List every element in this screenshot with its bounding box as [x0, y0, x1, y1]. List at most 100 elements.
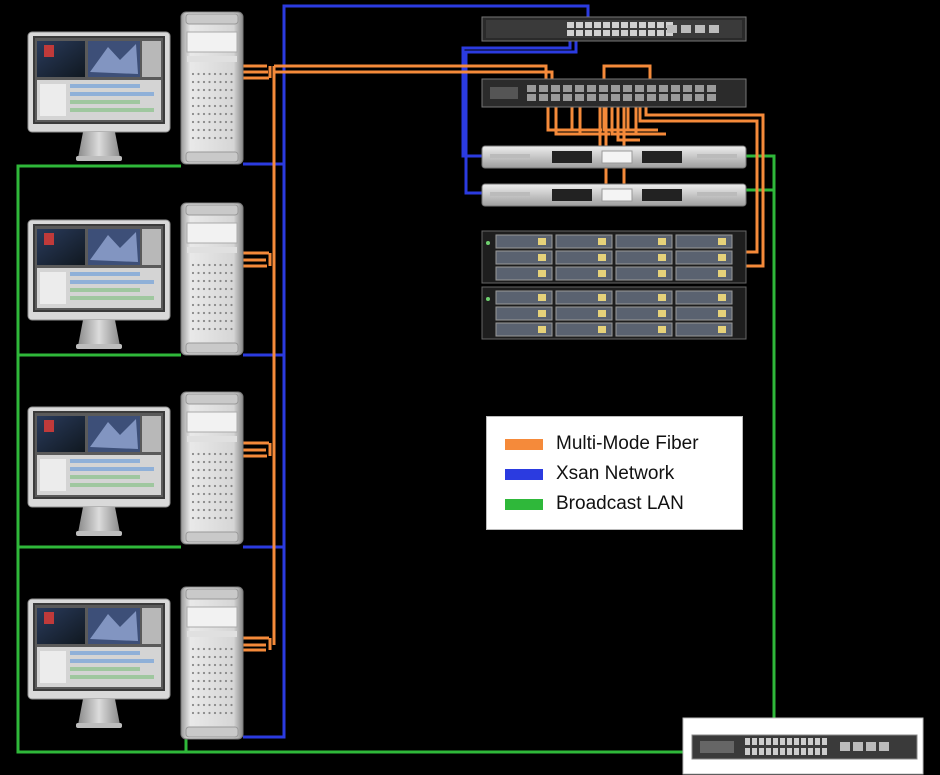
vent-hole	[191, 271, 195, 275]
vent-hole	[219, 508, 222, 512]
fc-port	[623, 85, 632, 92]
fiber-cable	[274, 64, 548, 82]
port	[576, 30, 583, 36]
vent-hole	[224, 80, 228, 84]
mac-pro-tower-icon	[180, 202, 244, 356]
port	[594, 22, 601, 28]
vent-hole	[219, 263, 222, 267]
vent-hole	[191, 711, 195, 715]
vent-hole	[230, 663, 233, 667]
vent-hole	[208, 303, 211, 307]
monitor-foot	[76, 344, 122, 349]
vent-hole	[219, 671, 222, 675]
vent-hole	[230, 468, 233, 472]
port	[752, 748, 757, 755]
tower-handle	[185, 342, 239, 354]
vent-hole	[197, 647, 200, 651]
monitor-stand	[78, 132, 120, 158]
vent-hole	[197, 468, 200, 472]
browser-panel	[40, 459, 66, 491]
vent-hole	[213, 96, 217, 100]
drive-latch	[718, 294, 726, 301]
port	[815, 738, 820, 745]
legend-item-fiber: Multi-Mode Fiber	[487, 429, 742, 459]
vent-hole	[208, 679, 211, 683]
vent-hole	[224, 88, 228, 92]
lan-swatch	[505, 498, 543, 510]
xsan-network-cables	[243, 4, 590, 739]
drive-latch	[538, 254, 546, 261]
drive-latch	[718, 254, 726, 261]
uplink-port	[681, 25, 691, 33]
vent-hole	[208, 319, 211, 323]
vent-hole	[230, 271, 233, 275]
workstation-4	[27, 586, 244, 740]
audio-meters	[142, 416, 161, 452]
vent-hole	[191, 663, 195, 667]
mac-pro-tower-icon	[180, 11, 244, 165]
mac-pro-tower-icon	[180, 586, 244, 740]
monitor-foot	[76, 531, 122, 536]
fc-port	[599, 85, 608, 92]
vent-hole	[208, 120, 211, 124]
vent-hole	[224, 679, 228, 683]
vent-hole	[191, 319, 195, 323]
drive-bay	[187, 436, 237, 442]
xsan-swatch	[505, 468, 543, 480]
timeline-clip	[70, 272, 140, 276]
vent-hole	[213, 112, 217, 116]
vent-hole	[202, 711, 206, 715]
fc-port	[575, 85, 584, 92]
tower-handle	[185, 588, 239, 600]
vent-hole	[197, 319, 200, 323]
vent-hole	[202, 663, 206, 667]
vent-hole	[208, 311, 211, 315]
vent-hole	[191, 703, 195, 707]
port	[815, 748, 820, 755]
vent-hole	[213, 452, 217, 456]
fc-port	[695, 94, 704, 101]
vent-hole	[197, 508, 200, 512]
vent-hole	[197, 679, 200, 683]
port	[745, 738, 750, 745]
fiber-cable	[644, 106, 765, 268]
port	[639, 30, 646, 36]
vent-hole	[219, 80, 222, 84]
uplink-port	[879, 742, 889, 751]
workstation-2	[27, 202, 244, 356]
browser-panel	[40, 272, 66, 304]
fiber-cable	[638, 106, 759, 254]
vent-hole	[208, 136, 211, 140]
vent-hole	[224, 295, 228, 299]
viewer-thumb	[44, 612, 54, 624]
tower-handle	[185, 531, 239, 543]
viewer-image	[90, 419, 138, 449]
vent-hole	[230, 460, 233, 464]
fiber-cable	[610, 106, 642, 136]
fc-port	[551, 94, 560, 101]
vent-hole	[202, 687, 206, 691]
timeline-clip	[70, 84, 140, 88]
vent-hole	[224, 452, 228, 456]
vent-hole	[230, 295, 233, 299]
vent-hole	[197, 295, 200, 299]
vent-hole	[208, 112, 211, 116]
viewer-image	[90, 44, 138, 74]
vent-hole	[191, 679, 195, 683]
vent-hole	[202, 647, 206, 651]
server-1u-icon	[481, 183, 747, 207]
drive-slot	[552, 151, 592, 163]
monitor-foot	[76, 156, 122, 161]
vent-hole	[230, 516, 233, 520]
vent-hole	[224, 136, 228, 140]
vent-hole	[213, 327, 217, 331]
editing-monitor-icon	[27, 406, 171, 536]
vent-hole	[197, 492, 200, 496]
vent-hole	[213, 671, 217, 675]
mgmt-panel	[700, 741, 734, 753]
vent-hole	[230, 452, 233, 456]
monitor-foot	[76, 723, 122, 728]
vent-hole	[191, 311, 195, 315]
drive-latch	[538, 310, 546, 317]
